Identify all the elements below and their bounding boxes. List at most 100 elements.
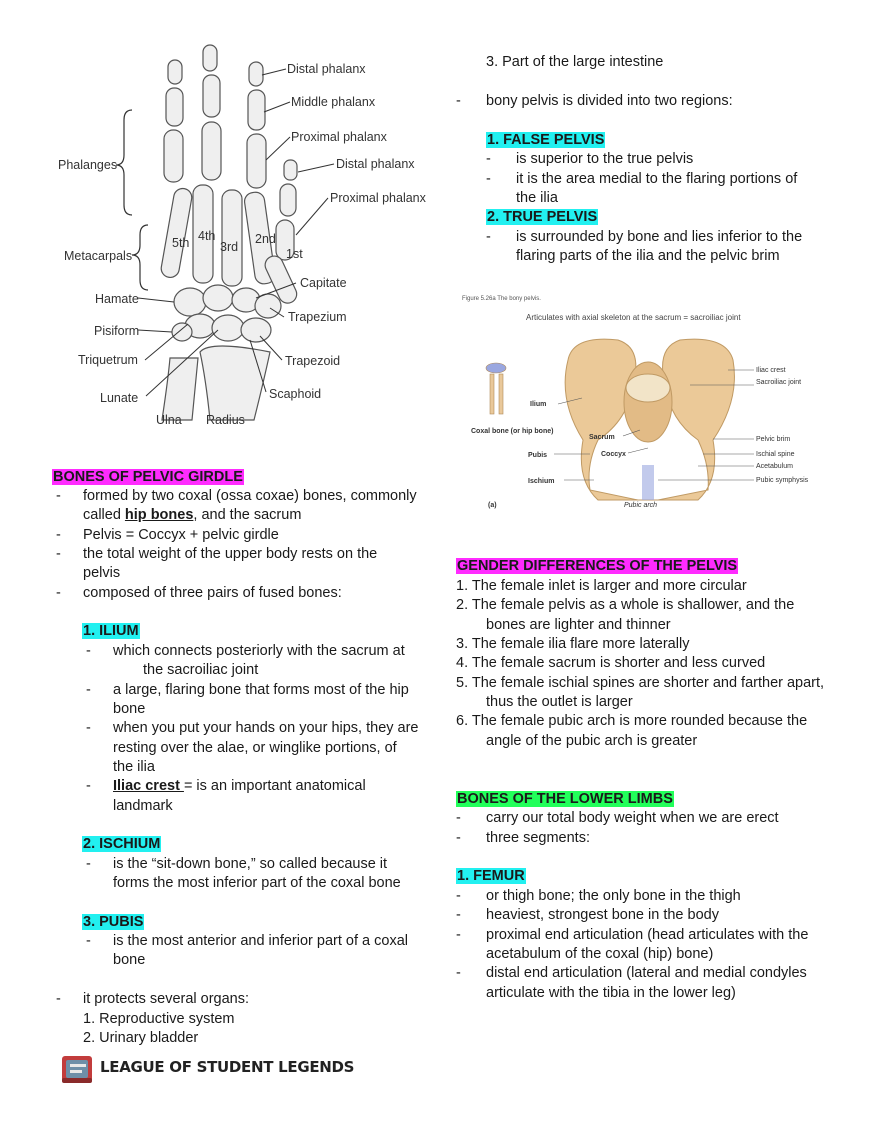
text-line: flaring parts of the ilia and the pelvic… (516, 248, 780, 264)
pubis-heading: 3. PUBIS (82, 914, 145, 930)
text-line: a large, flaring bone that forms most of… (113, 682, 409, 698)
bullet-dash: - (86, 720, 91, 736)
list-item: 1. The female inlet is larger and more c… (456, 578, 747, 594)
hand-label: Metacarpals (64, 249, 132, 263)
ilium-heading: 1. ILIUM (82, 623, 140, 639)
text-line: which connects posteriorly with the sacr… (113, 643, 405, 659)
pelvis-label: Ischial spine (756, 451, 795, 458)
ischium-heading: 2. ISCHIUM (82, 836, 162, 852)
hand-label: 4th (198, 229, 215, 243)
bullet-dash: - (56, 546, 61, 562)
text-line: is the “sit-down bone,” so called becaus… (113, 856, 388, 872)
pelvis-label: Pelvic brim (756, 436, 790, 443)
hand-label: Proximal phalanx (330, 191, 427, 205)
text-line: three segments: (486, 830, 590, 846)
pelvis-label: Acetabulum (756, 463, 793, 470)
hand-label: Lunate (100, 391, 138, 405)
text-line: Iliac crest = is an important anatomical (113, 778, 366, 794)
pelvis-label: Coccyx (601, 451, 626, 458)
pelvis-label: Pubic symphysis (756, 477, 809, 484)
text-line: heaviest, strongest bone in the body (486, 907, 719, 923)
bullet-dash: - (456, 888, 461, 904)
text-line: is surrounded by bone and lies inferior … (516, 229, 803, 245)
bullet-dash: - (56, 527, 61, 543)
book-logo-icon (60, 1052, 96, 1086)
bullet-dash: - (56, 488, 61, 504)
list-item: 4. The female sacrum is shorter and less… (456, 655, 766, 671)
text-line: proximal end articulation (head articula… (486, 927, 809, 943)
hand-label: Proximal phalanx (291, 130, 388, 144)
text-line: the total weight of the upper body rests… (83, 546, 378, 562)
hand-label: Distal phalanx (287, 62, 366, 76)
list-item: 2. Urinary bladder (83, 1030, 199, 1046)
text-line: pelvis (83, 565, 121, 581)
bullet-dash: - (486, 229, 491, 245)
text-line: resting over the alae, or winglike porti… (113, 740, 397, 756)
list-item: angle of the pubic arch is greater (486, 733, 698, 749)
text-line: distal end articulation (lateral and med… (486, 965, 807, 981)
text-line: articulate with the tibia in the lower l… (486, 985, 736, 1001)
hand-bones-figure: Distal phalanx Middle phalanx Proximal p… (58, 44, 427, 427)
bullet-dash: - (56, 991, 61, 1007)
bullet-dash: - (456, 907, 461, 923)
hand-label: Capitate (300, 276, 347, 290)
hand-label: 1st (286, 247, 303, 261)
list-item: bones are lighter and thinner (486, 617, 671, 633)
text-line: the sacroiliac joint (143, 662, 259, 678)
text-line: bone (113, 952, 146, 968)
list-item: 3. Part of the large intestine (486, 54, 664, 70)
logo-text: LEAGUE OF STUDENT LEGENDS (100, 1058, 355, 1076)
hip-bones-term: hip bones (124, 507, 194, 523)
hand-label: Trapezoid (285, 354, 340, 368)
iliac-crest-term: Iliac crest (113, 778, 184, 794)
bullet-dash: - (486, 151, 491, 167)
femur-heading: 1. FEMUR (456, 868, 526, 884)
text-line: is superior to the true pelvis (516, 151, 694, 167)
pelvis-label: Iliac crest (756, 367, 786, 374)
true-pelvis-heading: 2. TRUE PELVIS (486, 209, 599, 225)
figure-caption: Figure 5.26a The bony pelvis. (462, 296, 541, 302)
hand-label: Distal phalanx (336, 157, 415, 171)
hand-label: Hamate (95, 292, 139, 306)
false-pelvis-heading: 1. FALSE PELVIS (486, 132, 606, 148)
hand-label: Phalanges (58, 158, 117, 172)
bullet-dash: - (86, 778, 91, 794)
list-item: 5. The female ischial spines are shorter… (456, 675, 825, 691)
bullet-dash: - (56, 585, 61, 601)
text-line: it is the area medial to the flaring por… (516, 171, 798, 187)
text-line: the ilia (516, 190, 558, 206)
list-item: 1. Reproductive system (83, 1011, 235, 1027)
lower-limbs-heading: BONES OF THE LOWER LIMBS (456, 791, 674, 807)
text-line: landmark (113, 798, 173, 814)
text-line: bone (113, 701, 146, 717)
bullet-dash: - (86, 643, 91, 659)
pelvis-label: Sacrum (589, 434, 615, 441)
list-item: 2. The female pelvis as a whole is shall… (456, 597, 795, 613)
figure-top-label: Articulates with axial skeleton at the s… (526, 313, 741, 322)
text-line: Pelvis = Coccyx + pelvic girdle (83, 527, 279, 543)
pelvis-label: Coxal bone (or hip bone) (471, 428, 553, 435)
bullet-dash: - (456, 965, 461, 981)
hand-label: Triquetrum (78, 353, 138, 367)
bullet-dash: - (456, 93, 461, 109)
bullet-dash: - (486, 171, 491, 187)
gender-differences-heading: GENDER DIFFERENCES OF THE PELVIS (456, 558, 739, 574)
pelvis-label: Pubic arch (624, 502, 657, 509)
pelvis-label: Sacroiliac joint (756, 379, 801, 386)
hand-label: 5th (172, 236, 189, 250)
hand-label: Trapezium (288, 310, 347, 324)
bullet-dash: - (456, 830, 461, 846)
hand-label: Middle phalanx (291, 95, 376, 109)
list-item: thus the outlet is larger (486, 694, 633, 710)
hand-label: Radius (206, 413, 245, 427)
text-line: forms the most inferior part of the coxa… (113, 875, 401, 891)
pelvis-label: (a) (488, 502, 497, 509)
text-line: composed of three pairs of fused bones: (83, 585, 342, 601)
bullet-dash: - (86, 682, 91, 698)
text-line: or thigh bone; the only bone in the thig… (486, 888, 741, 904)
hand-label: 3rd (220, 240, 238, 254)
pelvis-label: Pubis (528, 452, 547, 459)
hand-label: Ulna (156, 413, 182, 427)
pelvis-figure: Figure 5.26a The bony pelvis. Articulate… (458, 290, 838, 515)
text-line: carry our total body weight when we are … (486, 810, 779, 826)
